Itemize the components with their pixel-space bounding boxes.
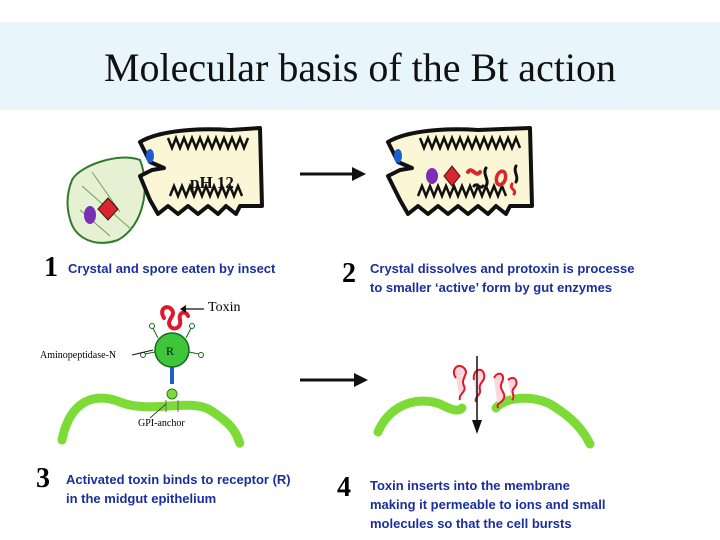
membrane-panel-3	[57, 366, 245, 449]
title-band	[0, 22, 720, 110]
caption-line: in the midgut epithelium	[66, 491, 217, 506]
caption-panel-1: Crystal and spore eaten by insect	[68, 259, 275, 278]
ion-flow-arrow	[472, 356, 482, 434]
caption-line: Activated toxin binds to receptor (R)	[66, 472, 291, 487]
gpi-anchor-label: GPI-anchor	[138, 418, 185, 429]
caption-line: Toxin inserts into the membrane	[370, 478, 570, 493]
spore-shape	[84, 206, 96, 224]
receptor-label: R	[166, 344, 174, 358]
caption-line: Crystal and spore eaten by insect	[68, 261, 276, 276]
caption-panel-4: Toxin inserts into the membrane making i…	[370, 476, 606, 533]
arrow-1-to-2	[300, 167, 366, 181]
page-title: Molecular basis of the Bt action	[103, 45, 617, 90]
receptor	[140, 323, 204, 368]
caption-line: to smaller ‘active’ form by gut enzymes	[370, 280, 613, 295]
gut-panel-1	[138, 126, 264, 216]
panel-3-number: 3	[36, 463, 50, 494]
panel-1-number: 1	[44, 252, 58, 283]
toxin-pointer	[180, 305, 204, 313]
leaf-cell	[66, 156, 146, 244]
caption-panel-2: Crystal dissolves and protoxin is proces…	[370, 259, 676, 297]
toxin-bound	[160, 305, 190, 331]
panel-4-number: 4	[337, 472, 351, 503]
membrane-panel-4	[373, 393, 595, 449]
toxin-pore	[452, 364, 518, 409]
arrow-3-to-4	[300, 373, 368, 387]
crystal-shape	[97, 197, 119, 221]
toxin-label: Toxin	[208, 300, 241, 315]
ph-label: pH 12	[190, 173, 234, 192]
gut-panel-2	[386, 126, 534, 216]
aminopeptidase-pointer	[131, 349, 154, 356]
caption-line: Crystal dissolves and protoxin is proces…	[370, 261, 635, 276]
caption-line: making it permeable to ions and small	[370, 497, 606, 512]
aminopeptidase-label: Aminopeptidase-N	[40, 350, 117, 361]
caption-panel-3: Activated toxin binds to receptor (R) in…	[66, 470, 291, 508]
panel-2-number: 2	[342, 258, 356, 289]
caption-line: molecules so that the cell bursts	[370, 516, 572, 531]
